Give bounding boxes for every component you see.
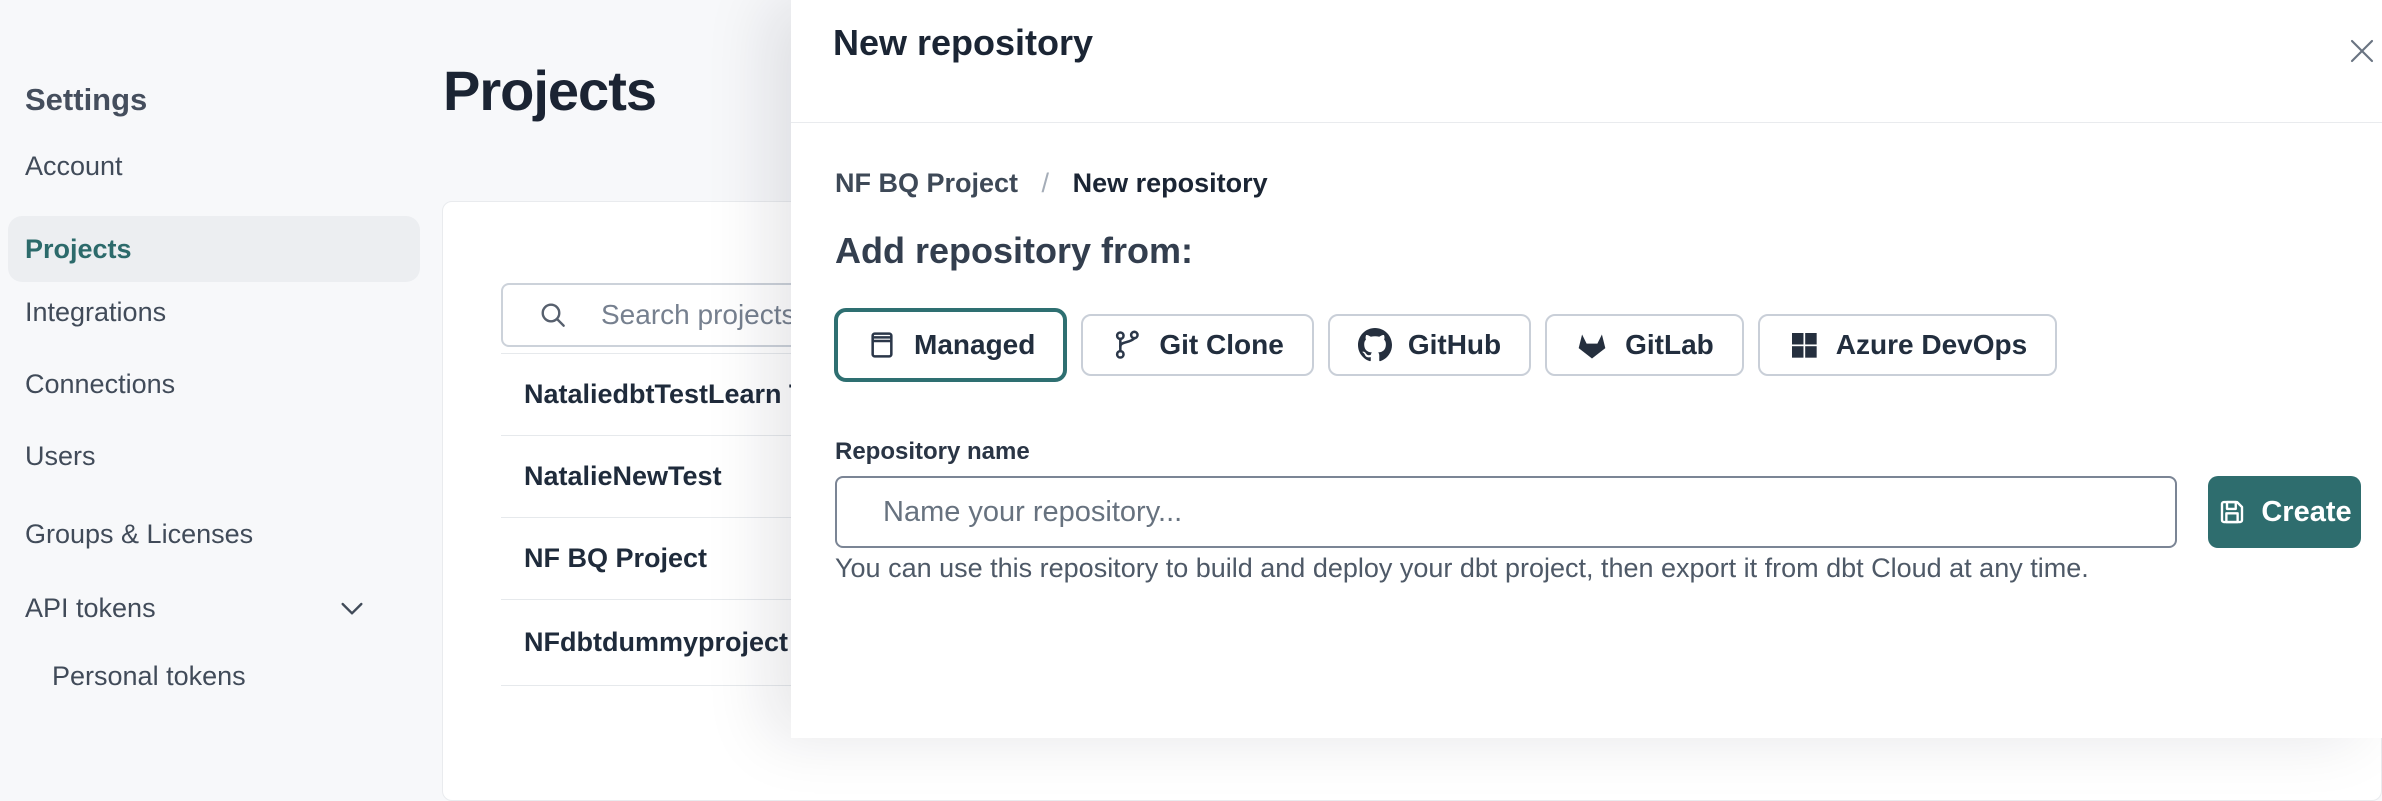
new-repository-modal: New repository NF BQ Project / New repos… [791,0,2382,738]
source-option-label: GitLab [1625,329,1714,360]
repository-source-options: Managed Git Clone GitHub [834,308,2058,382]
project-name: NF BQ Project [524,543,708,573]
azure-devops-icon [1788,329,1820,361]
sidebar-item-personal-tokens[interactable]: Personal tokens [52,661,246,691]
breadcrumb-separator: / [1041,168,1050,198]
page-title: Projects [443,59,657,122]
source-option-label: Azure DevOps [1835,329,2028,360]
source-option-label: Git Clone [1159,329,1284,360]
chevron-down-icon[interactable] [336,592,368,624]
close-button[interactable] [2347,36,2377,66]
close-icon [2347,36,2377,66]
project-name: NataliedbtTestLearn T [524,379,806,409]
add-repository-heading: Add repository from: [835,230,1194,271]
sidebar-item-integrations[interactable]: Integrations [25,297,167,327]
breadcrumb: NF BQ Project / New repository [835,168,1268,199]
github-icon [1357,328,1392,362]
repository-name-input[interactable] [835,476,2177,548]
source-option-azure-devops[interactable]: Azure DevOps [1757,314,2058,376]
source-option-github[interactable]: GitHub [1327,314,1532,376]
sidebar-item-connections[interactable]: Connections [25,369,176,399]
source-option-managed[interactable]: Managed [834,308,1068,382]
sidebar-item-users[interactable]: Users [25,441,96,471]
source-option-git-clone[interactable]: Git Clone [1081,314,1314,376]
modal-header-divider [791,122,2382,123]
create-button[interactable]: Create [2208,476,2361,548]
source-option-label: Managed [914,329,1036,360]
gitlab-icon [1575,328,1609,362]
source-option-label: GitHub [1407,329,1502,360]
sidebar-heading: Settings [25,82,148,117]
breadcrumb-current: New repository [1072,168,1268,198]
project-name: NFdbtdummyproject [524,627,789,657]
sidebar-item-label: Projects [25,233,132,264]
git-branch-icon [1111,329,1143,361]
source-option-gitlab[interactable]: GitLab [1545,314,1744,376]
repository-name-label: Repository name [835,438,1030,465]
repository-helper-text: You can use this repository to build and… [835,553,2089,583]
sidebar-item-projects[interactable]: Projects [8,216,420,282]
breadcrumb-parent[interactable]: NF BQ Project [835,168,1019,198]
modal-title: New repository [833,22,1094,63]
settings-sidebar: Settings Account Projects Integrations C… [0,0,442,738]
create-button-label: Create [2261,495,2352,528]
repo-icon [866,329,898,361]
sidebar-item-account[interactable]: Account [25,151,123,181]
save-icon [2217,497,2247,527]
project-name: NatalieNewTest [524,461,722,491]
sidebar-item-api-tokens[interactable]: API tokens [25,593,156,623]
sidebar-item-groups-licenses[interactable]: Groups & Licenses [25,519,254,549]
